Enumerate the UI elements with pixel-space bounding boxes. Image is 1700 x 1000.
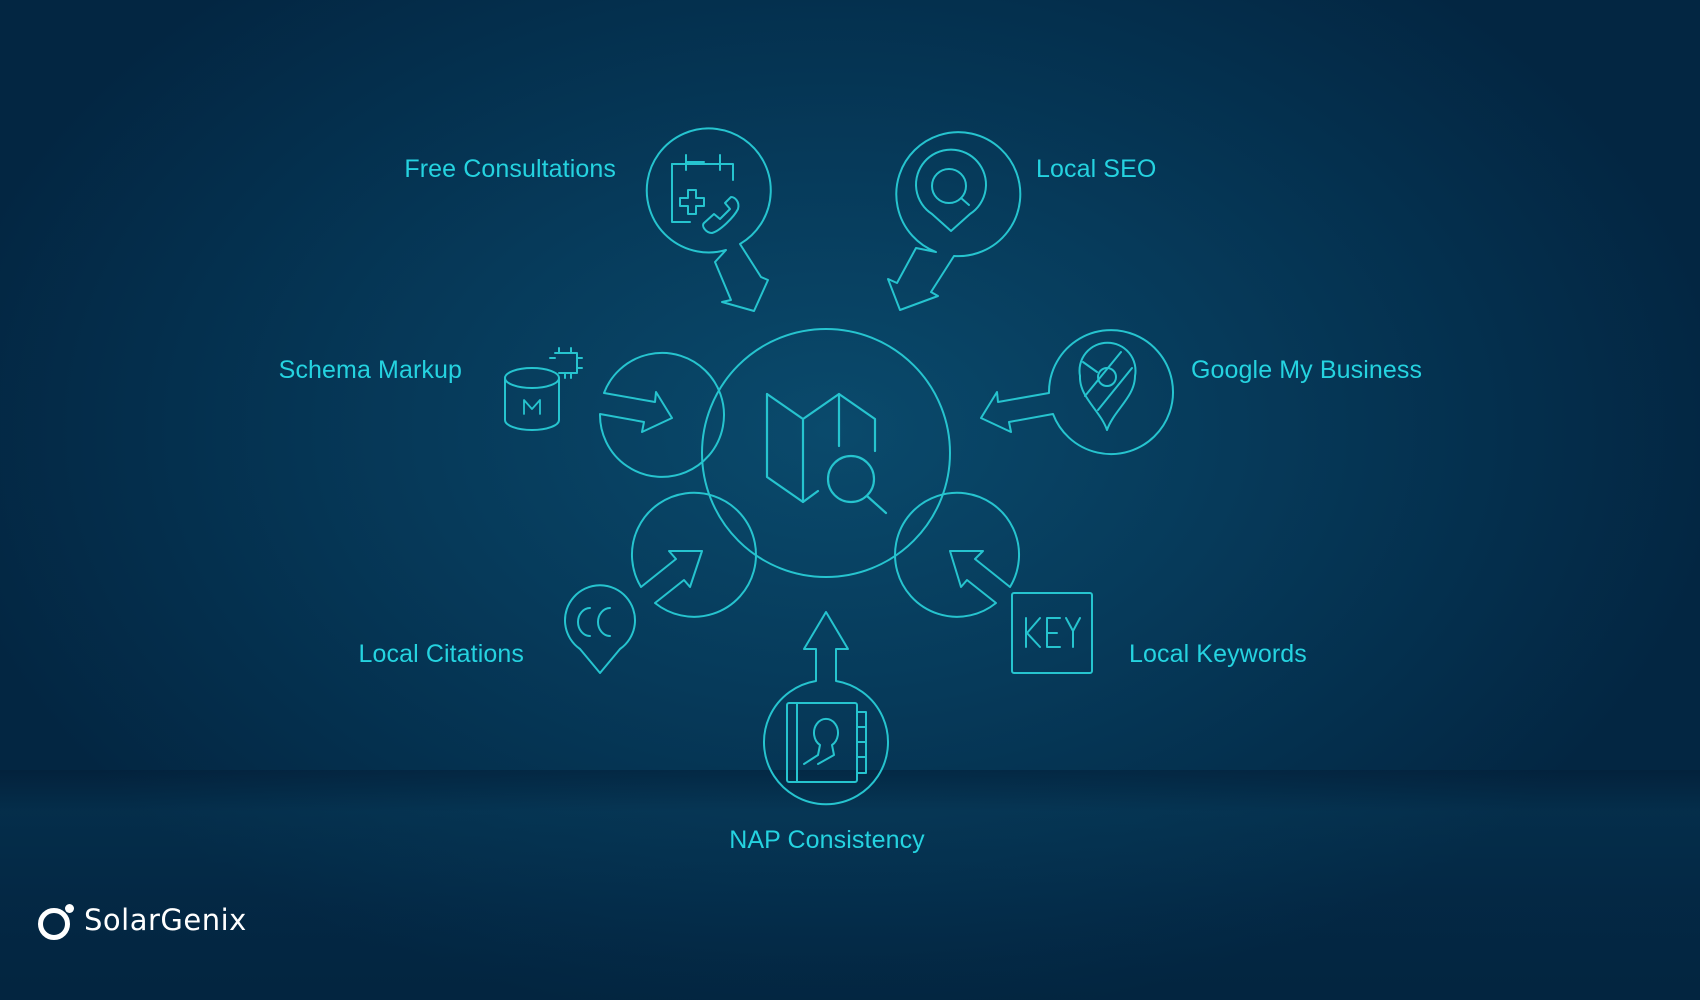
label-local-seo: Local SEO (1036, 155, 1157, 183)
node-local-seo (887, 131, 1022, 311)
logo-icon (38, 902, 74, 940)
brand-logo: SolarGenix (38, 902, 247, 940)
node-schema-markup (504, 347, 725, 478)
node-free-consultations (645, 127, 772, 312)
node-local-keywords (894, 491, 1093, 674)
label-nap-consistency: NAP Consistency (729, 826, 925, 854)
key-box-icon (1011, 592, 1093, 674)
center-hub (701, 328, 951, 578)
calendar-medical-phone-icon (671, 154, 740, 234)
map-pin-icon (1078, 341, 1137, 431)
pin-quote-icon (564, 584, 636, 674)
label-free-consultations: Free Consultations (404, 155, 616, 183)
label-local-citations: Local Citations (358, 640, 524, 668)
label-schema-markup: Schema Markup (278, 356, 462, 384)
node-nap-consistency (763, 611, 889, 806)
node-google-my-business (980, 329, 1174, 456)
label-local-keywords: Local Keywords (1129, 640, 1307, 668)
contact-book-icon (786, 702, 867, 783)
brand-name: SolarGenix (84, 903, 247, 937)
pin-search-icon (915, 148, 987, 232)
map-search-icon (765, 392, 888, 515)
label-google-my-business: Google My Business (1191, 356, 1423, 384)
database-chip-icon (504, 347, 583, 431)
background-floor (0, 770, 1700, 1000)
node-local-citations (564, 491, 757, 674)
